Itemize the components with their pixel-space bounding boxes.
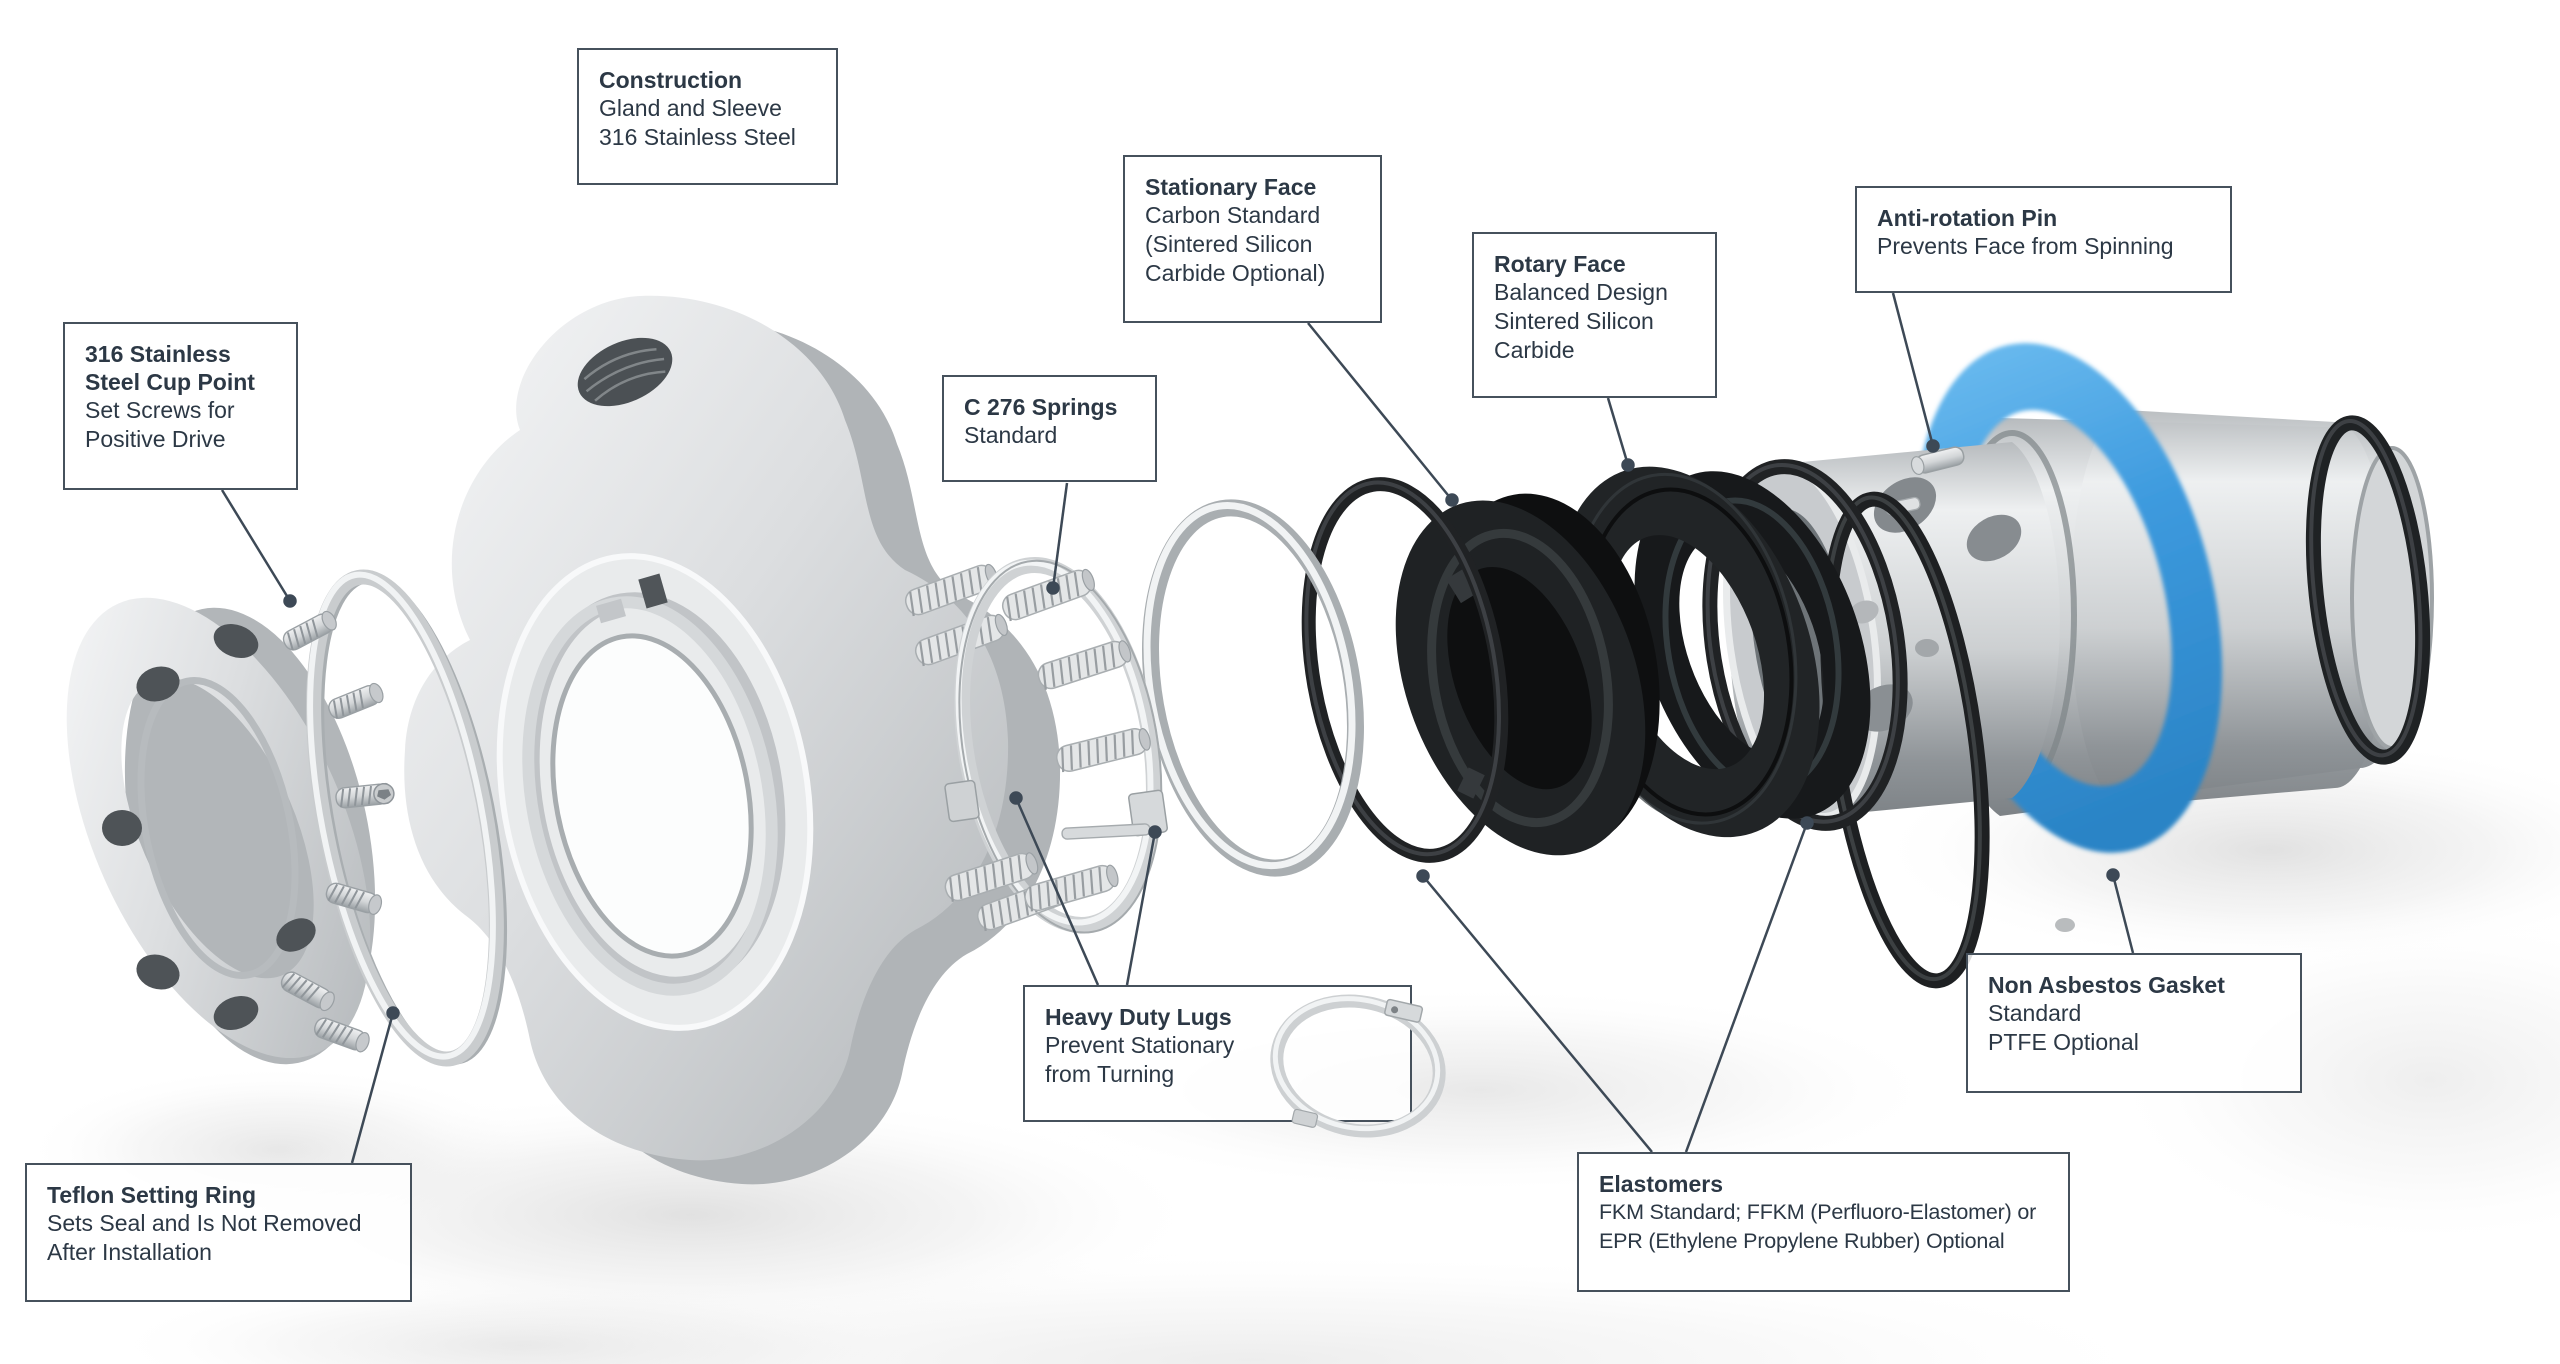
callout-line: Positive Drive [85, 426, 226, 452]
callout-title: Construction [599, 67, 743, 93]
callout-cup-point: 316 Stainless Steel Cup Point Set Screws… [63, 322, 298, 490]
callout-line: Prevent Stationary [1045, 1032, 1235, 1058]
polished-ring-part [1142, 499, 1364, 877]
end-oring [2305, 415, 2431, 765]
callout-elastomers: Elastomers FKM Standard; FFKM (Perfluoro… [1577, 1152, 2070, 1292]
stationary-face-part [1395, 493, 1660, 856]
callout-title: Heavy Duty Lugs [1045, 1004, 1232, 1030]
callout-title: Teflon Setting Ring [47, 1182, 257, 1208]
callout-stationary-face: Stationary Face Carbon Standard (Sintere… [1123, 155, 1382, 323]
callout-line: Carbide [1494, 337, 1575, 363]
callout-title: Rotary Face [1494, 251, 1626, 277]
gland-pipe-tap-hole [577, 337, 673, 407]
callout-line: Carbon Standard [1145, 202, 1321, 228]
callout-line: Standard [964, 422, 1058, 448]
setting-ring-part [306, 569, 508, 1067]
gland-bore [496, 553, 814, 1031]
elastomer-oring-left [1301, 477, 1509, 863]
gland-part [404, 295, 1061, 1185]
callout-line: Set Screws for [85, 397, 235, 423]
callout-title: Anti-rotation Pin [1877, 205, 2058, 231]
callout-line: Standard [1988, 1000, 2082, 1026]
callout-line: After Installation [47, 1239, 212, 1265]
anti-rotation-pin-part [1910, 446, 1965, 476]
callout-c276-springs: C 276 Springs Standard [942, 375, 1157, 482]
callout-line: Carbide Optional) [1145, 260, 1326, 286]
callout-line: 316 Stainless Steel [599, 124, 796, 150]
callout-title: C 276 Springs [964, 394, 1118, 420]
callout-teflon-setting-ring: Teflon Setting Ring Sets Seal and Is Not… [25, 1163, 412, 1302]
spring-holder-part [901, 557, 1168, 935]
set-screws [277, 608, 395, 1055]
callout-line: Sets Seal and Is Not Removed [47, 1210, 362, 1236]
callout-line: Prevents Face from Spinning [1877, 233, 2174, 259]
callout-line: FKM Standard; FFKM (Perfluoro-Elastomer)… [1599, 1200, 2037, 1224]
callout-non-asbestos-gasket: Non Asbestos Gasket Standard PTFE Option… [1966, 953, 2302, 1093]
callout-line: PTFE Optional [1988, 1029, 2139, 1055]
collar-screw-holes [102, 624, 316, 1030]
spring-ring [954, 557, 1163, 934]
callout-rotary-face: Rotary Face Balanced Design Sintered Sil… [1472, 232, 1717, 398]
left-collar-part [66, 597, 376, 1065]
callout-line: from Turning [1045, 1061, 1175, 1087]
callout-line: Gland and Sleeve [599, 95, 782, 121]
callout-title: 316 Stainless Steel Cup Point [85, 341, 255, 395]
callout-title: Stationary Face [1145, 174, 1317, 200]
callout-line: Balanced Design [1494, 279, 1668, 305]
callout-anti-rotation-pin: Anti-rotation Pin Prevents Face from Spi… [1855, 186, 2232, 293]
elastomer-oring-right [1702, 459, 1908, 831]
callout-heavy-duty-lugs: Heavy Duty Lugs Prevent Stationary from … [1023, 985, 1412, 1122]
callout-line: Sintered Silicon [1494, 308, 1654, 334]
leader-lines [220, 292, 2135, 1164]
callout-title: Elastomers [1599, 1171, 1724, 1197]
callout-title: Non Asbestos Gasket [1988, 972, 2225, 998]
callout-line: EPR (Ethylene Propylene Rubber) Optional [1599, 1229, 2005, 1253]
callout-construction: Construction Gland and Sleeve 316 Stainl… [577, 48, 838, 185]
callout-line: (Sintered Silicon [1145, 231, 1313, 257]
